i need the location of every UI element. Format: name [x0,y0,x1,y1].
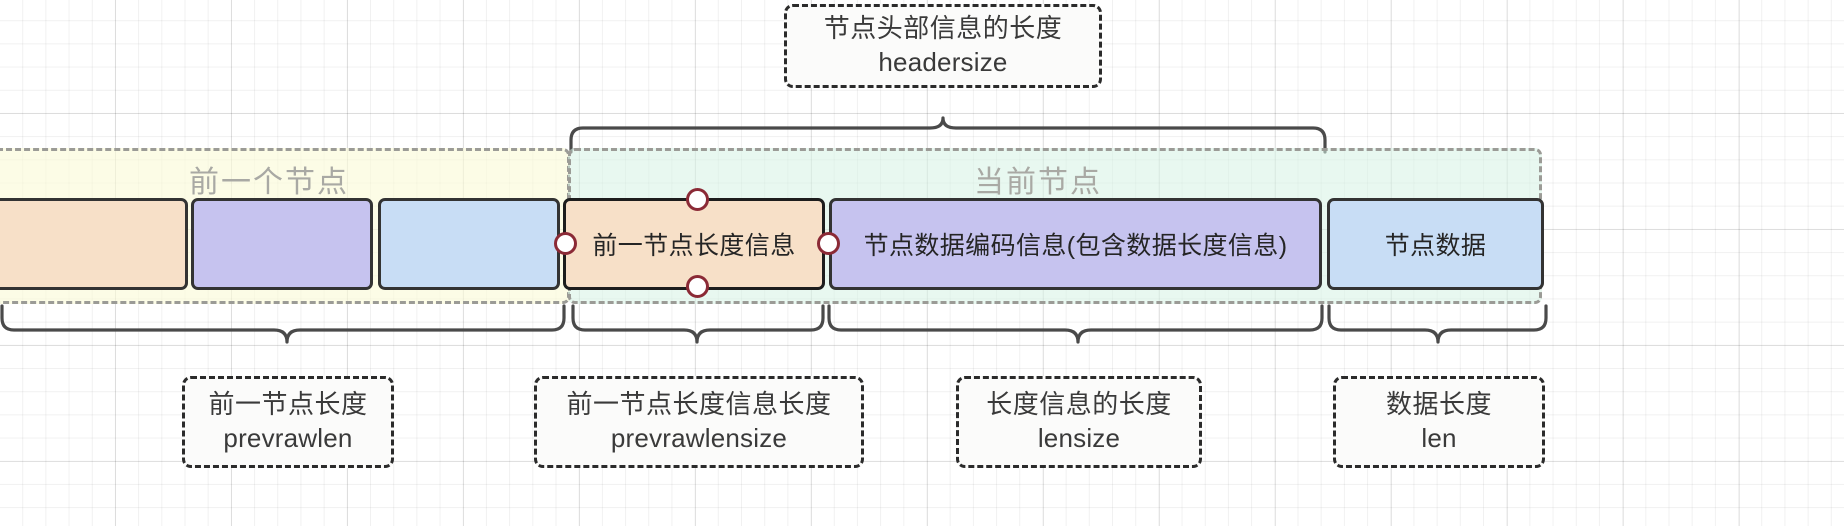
callout-prevrawlensize-line2: prevrawlensize [610,423,788,453]
callout-prevrawlen[interactable]: 前一节点长度 prevrawlen [182,376,394,468]
block-encoding-label: 节点数据编码信息(包含数据长度信息) [863,232,1288,260]
scope-current-node-label: 当前节点 [974,166,1102,199]
callout-prevrawlen-line1: 前一节点长度 [208,389,368,420]
callout-lensize-line1: 长度信息的长度 [986,389,1172,420]
callout-headersize-line1: 节点头部信息的长度 [823,13,1063,44]
callout-prevrawlensize[interactable]: 前一节点长度信息长度 prevrawlensize [534,376,864,468]
block-prev-b2[interactable] [191,198,373,290]
selection-handle-bottom[interactable] [686,275,709,298]
selection-handle-right[interactable] [817,232,840,255]
callout-len-line1: 数据长度 [1385,389,1492,420]
block-data[interactable]: 节点数据 [1327,198,1544,290]
brace-len [1327,304,1548,344]
selection-handle-top[interactable] [686,188,709,211]
block-prevlen-label: 前一节点长度信息 [592,232,796,260]
callout-lensize-line2: lensize [1037,423,1121,453]
block-prev-b1[interactable] [0,198,188,290]
callout-len[interactable]: 数据长度 len [1333,376,1545,468]
callout-headersize-line2: headersize [878,47,1008,77]
callout-prevrawlensize-line1: 前一节点长度信息长度 [566,389,832,420]
brace-prevrawlen [0,304,566,344]
callout-len-line2: len [1421,423,1457,453]
block-encoding[interactable]: 节点数据编码信息(包含数据长度信息) [829,198,1322,290]
callout-lensize[interactable]: 长度信息的长度 lensize [956,376,1202,468]
selection-handle-left[interactable] [554,232,577,255]
callout-prevrawlen-line2: prevrawlen [223,423,353,453]
block-data-label: 节点数据 [1384,232,1487,260]
brace-lensize [827,304,1324,344]
brace-headersize [569,116,1327,154]
scope-prev-node-label: 前一个节点 [189,166,349,199]
callout-headersize[interactable]: 节点头部信息的长度 headersize [784,4,1102,88]
block-prev-b3[interactable] [378,198,560,290]
brace-prevrawlensize [571,304,825,344]
